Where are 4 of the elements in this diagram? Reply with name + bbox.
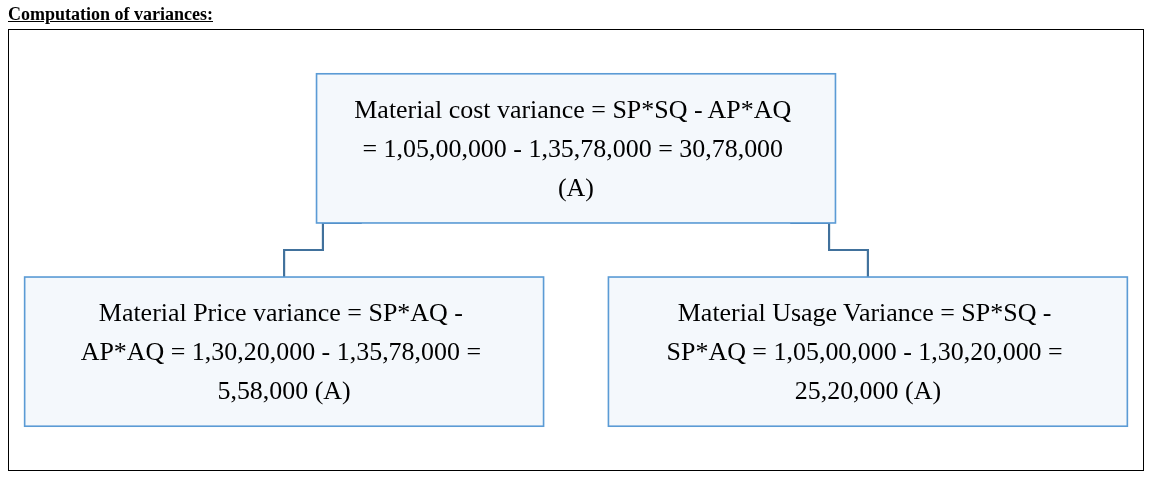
node-box: Material Usage Variance = SP*SQ - SP*AQ = 1,05,00,000 - 1,30,20,000 = 25,20,000 (A)	[607, 276, 1129, 428]
title: Computation of variances:	[8, 4, 213, 25]
node-box: Material cost variance = SP*SQ - AP*AQ = 1,05,00,000 - 1,35,78,000 = 30,78,000 (A)	[315, 72, 837, 224]
node-box: Material Price variance = SP*AQ - AP*AQ = 1,30,20,000 - 1,35,78,000 = 5,58,000 (A)	[23, 276, 545, 428]
